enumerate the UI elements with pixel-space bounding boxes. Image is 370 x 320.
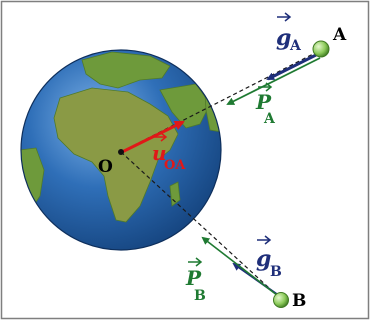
label-g-b-subscript: B xyxy=(270,264,282,280)
label-p-b-symbol: P xyxy=(185,266,202,290)
label-g-a-vector-arrow xyxy=(277,12,292,22)
label-point-a: A xyxy=(332,25,347,45)
label-u-oa-subscript: OA xyxy=(164,158,186,173)
label-p-b-subscript: B xyxy=(194,288,206,304)
label-g-a: g A xyxy=(276,12,302,54)
label-g-a-subscript: A xyxy=(289,38,302,54)
satellite-b-icon xyxy=(273,292,289,308)
label-g-b-symbol: g xyxy=(256,246,271,272)
label-u-oa-vector-arrow xyxy=(153,132,168,142)
vector-p-b xyxy=(201,236,283,300)
vector-u-oa xyxy=(121,120,185,154)
label-point-b: B xyxy=(292,291,306,311)
vector-p-a xyxy=(226,57,321,105)
vector-g-a xyxy=(266,53,317,81)
label-p-a-symbol: P xyxy=(255,90,272,114)
label-p-a-subscript: A xyxy=(263,111,276,127)
label-g-a-symbol: g xyxy=(276,25,291,51)
center-point xyxy=(118,149,124,155)
label-u-oa-symbol: u xyxy=(152,141,167,165)
label-p-b-vector-arrow xyxy=(188,257,203,267)
line-ob xyxy=(120,151,282,300)
label-u-oa: u OA xyxy=(152,132,186,173)
satellite-a-icon xyxy=(312,40,330,58)
label-g-b-vector-arrow xyxy=(257,235,272,245)
label-p-a-vector-arrow xyxy=(258,82,273,92)
label-p-b: P B xyxy=(185,257,206,304)
label-g-b: g B xyxy=(256,235,282,280)
label-center-o: O xyxy=(98,157,113,177)
label-p-a: P A xyxy=(255,82,276,127)
